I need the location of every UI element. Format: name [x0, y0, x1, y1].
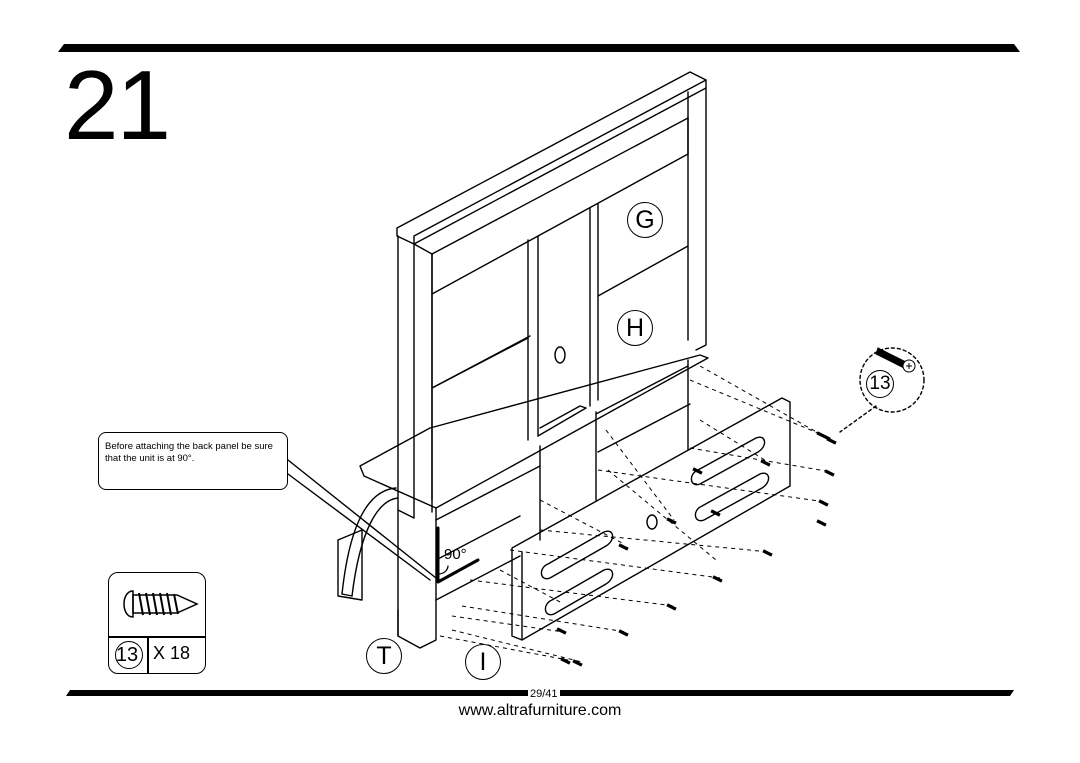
angle-label: 90°	[444, 546, 467, 563]
screw-callout-icon	[875, 347, 916, 373]
part-label-g: G	[627, 202, 663, 238]
panel-g	[431, 293, 531, 389]
hardware-quantity: X 18	[153, 643, 191, 663]
screw-icons	[556, 431, 837, 667]
hardware-part-number: 13	[111, 641, 143, 669]
instruction-note: Before attaching the back panel be sure …	[98, 432, 288, 490]
hardware-divider	[109, 636, 205, 638]
console-top	[359, 354, 709, 509]
part-label-i: I	[465, 644, 501, 680]
website-link[interactable]: www.altrafurniture.com	[458, 702, 622, 719]
angle-marker	[436, 526, 480, 584]
callout-part-number: 13	[866, 370, 894, 398]
screw-icon	[123, 590, 199, 618]
step-number: 21	[64, 50, 171, 160]
part-label-h: H	[617, 310, 653, 346]
part-label-t: T	[366, 638, 402, 674]
page-number: 29/41	[528, 688, 560, 700]
back-panel-i	[511, 397, 791, 641]
panel-h	[597, 245, 689, 297]
hardware-box: 13 X 18	[108, 572, 206, 674]
hardware-vdivider	[147, 636, 149, 673]
hutch-side	[397, 235, 415, 519]
top-rule	[58, 44, 1020, 52]
curved-leg	[341, 487, 397, 595]
